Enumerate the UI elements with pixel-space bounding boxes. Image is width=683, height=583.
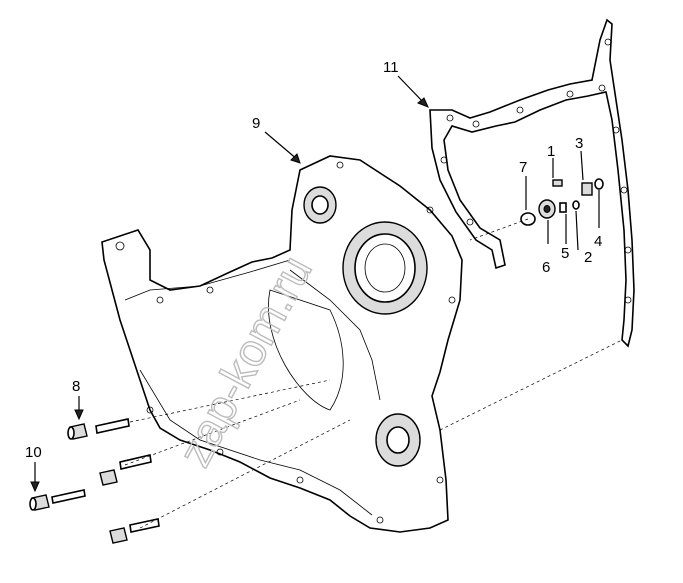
- callout-5: 5: [561, 245, 569, 262]
- callout-11: 11: [383, 59, 399, 76]
- washer-2: [572, 200, 580, 210]
- pin-1: [552, 179, 563, 187]
- assembly-lines: [124, 218, 623, 529]
- plug-3: [581, 182, 593, 196]
- bolt-10: [29, 489, 86, 511]
- bolt-b: [109, 518, 160, 544]
- callout-3: 3: [575, 135, 583, 152]
- gasket-11: [429, 18, 635, 348]
- callout-7: 7: [519, 159, 527, 176]
- callout-4: 4: [594, 233, 602, 250]
- callout-9: 9: [252, 115, 260, 132]
- timing-cover-9: [101, 155, 463, 533]
- callout-10: 10: [25, 444, 42, 461]
- leader-lines: [30, 75, 600, 493]
- callout-6: 6: [542, 259, 550, 276]
- callout-labels: 1 2 3 4 5 6 7 8 9 10 11: [25, 59, 602, 461]
- bolt-8: [67, 418, 130, 440]
- washer-4: [594, 178, 604, 190]
- callout-2: 2: [584, 249, 592, 266]
- callout-1: 1: [547, 143, 555, 160]
- oil-seal-assembly: [520, 178, 604, 226]
- bolt-a: [99, 454, 152, 486]
- spring-5: [559, 202, 567, 213]
- callout-8: 8: [72, 378, 80, 395]
